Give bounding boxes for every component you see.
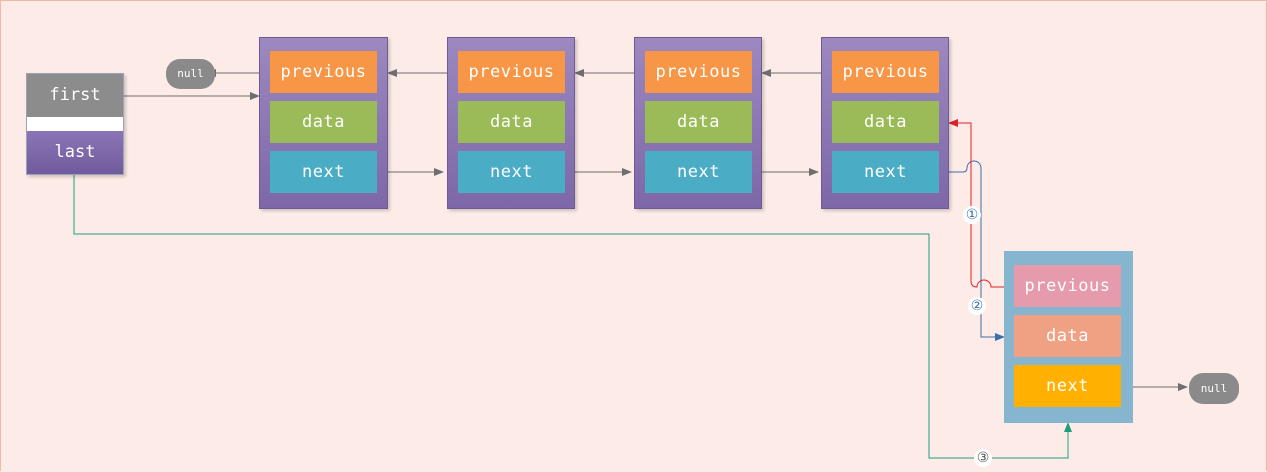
node-data-field: data xyxy=(458,101,565,143)
new-node-previous-field: previous xyxy=(1014,265,1121,307)
node-previous-field: previous xyxy=(458,51,565,93)
node-data-field: data xyxy=(270,101,377,143)
node-data-field: data xyxy=(645,101,752,143)
step1-connector xyxy=(939,160,1005,341)
node-previous-field: previous xyxy=(832,51,939,93)
new-list-node: previous data next xyxy=(1004,251,1133,423)
node-next-field: next xyxy=(270,151,377,193)
node-data-field: data xyxy=(832,101,939,143)
null-tail: null xyxy=(1189,373,1239,404)
null-head: null xyxy=(166,59,215,89)
list-node-2: previous data next xyxy=(447,37,575,209)
step-1-label: ① xyxy=(963,206,981,224)
node-previous-field: previous xyxy=(645,51,752,93)
new-node-data-field: data xyxy=(1014,315,1121,357)
step-2-label: ② xyxy=(968,297,986,315)
list-pointers: first last xyxy=(26,73,124,175)
first-pointer: first xyxy=(27,74,123,117)
step-3-label: ③ xyxy=(974,449,992,467)
node-previous-field: previous xyxy=(270,51,377,93)
step3-connector xyxy=(73,173,1072,459)
list-node-4: previous data next xyxy=(821,37,949,209)
last-pointer: last xyxy=(27,131,123,174)
list-node-1: previous data next xyxy=(259,37,388,209)
step2-connector xyxy=(948,119,1015,288)
pointer-separator xyxy=(27,117,123,131)
list-node-3: previous data next xyxy=(634,37,762,209)
node-next-field: next xyxy=(458,151,565,193)
node-next-field: next xyxy=(832,151,939,193)
node-next-field: next xyxy=(645,151,752,193)
new-node-next-field: next xyxy=(1014,365,1121,407)
